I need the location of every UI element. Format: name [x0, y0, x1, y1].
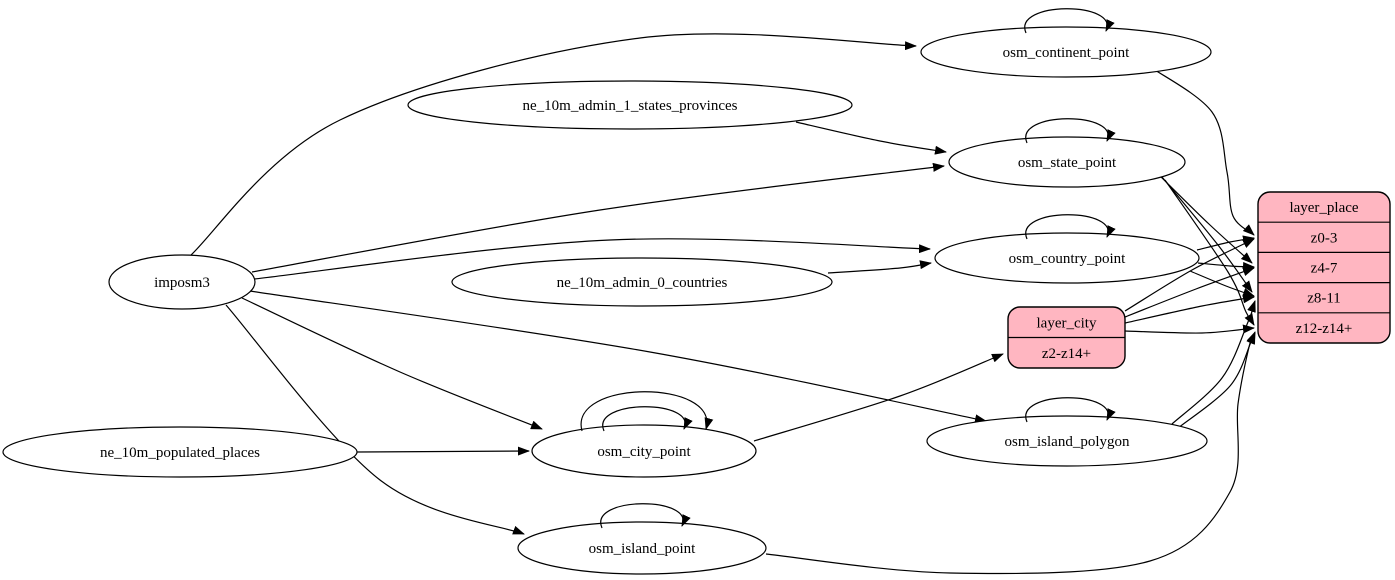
self-loop-osm_country_point-1 [1025, 214, 1116, 240]
edge-layer_city-layer_place-z0-3 [1124, 238, 1255, 312]
node-imposm3-label: imposm3 [154, 275, 210, 291]
node-layer_city-title: layer_city [1037, 315, 1097, 331]
node-layer_place-shape [1257, 191, 1391, 344]
edge-ne_10m_admin_0_countries-osm_country_point [827, 260, 932, 274]
node-osm_state_point-shape [948, 136, 1186, 188]
edge-osm_state_point-layer_place-z12-z14plus [1164, 179, 1255, 326]
edge-osm_island_point-layer_place-z12-z14plus [765, 332, 1256, 575]
edge-osm_continent_point-layer_place-z0-3 [1151, 67, 1255, 236]
edge-osm_island_polygon-layer_place-z12-z14plus [1177, 331, 1256, 429]
node-layer_place-row-z0-3: z0-3 [1311, 230, 1338, 246]
node-ne_10m_admin_1_states_provinces-label: ne_10m_admin_1_states_provinces [523, 98, 738, 114]
self-loop-osm_island_point-1 [600, 503, 691, 529]
node-ne_10m_admin_0_countries-shape [451, 257, 833, 307]
node-ne_10m_populated_places-label: ne_10m_populated_places [100, 445, 260, 461]
node-osm_island_polygon: osm_island_polygon [926, 397, 1208, 467]
node-imposm3-shape [108, 254, 256, 310]
node-osm_city_point-label: osm_city_point [597, 444, 691, 460]
node-osm_island_point-label: osm_island_point [589, 541, 697, 557]
node-osm_city_point-shape [531, 424, 757, 478]
edge-layer_city-layer_place-z4-7 [1124, 267, 1255, 318]
edge-imposm3-osm_state_point [251, 162, 945, 273]
node-ne_10m_admin_1_states_provinces: ne_10m_admin_1_states_provinces [407, 80, 853, 130]
edge-layer_city-layer_place-z12-z14plus [1124, 324, 1255, 334]
self-loop-osm_continent_point-1 [1024, 8, 1115, 34]
node-osm_continent_point: osm_continent_point [920, 8, 1212, 78]
edges-layer [189, 33, 1256, 575]
node-osm_country_point: osm_country_point [934, 214, 1200, 284]
node-layer_place-row-z12-z14plus: z12-z14+ [1296, 321, 1353, 337]
node-layer_place: layer_place z0-3 z4-7 z8-11 z12-z14+ [1257, 191, 1391, 344]
edge-imposm3-osm_island_polygon [249, 290, 987, 424]
edge-imposm3-osm_city_point [241, 297, 543, 430]
node-osm_island_point-shape [517, 521, 767, 575]
self-loop-osm_city_point-1 [602, 406, 693, 432]
edge-layer_city-layer_place-z8-11 [1124, 294, 1255, 324]
node-layer_place-row-z4-7: z4-7 [1311, 261, 1338, 277]
node-ne_10m_populated_places: ne_10m_populated_places [2, 426, 358, 478]
node-ne_10m_admin_0_countries: ne_10m_admin_0_countries [451, 257, 833, 307]
node-osm_country_point-label: osm_country_point [1009, 251, 1126, 267]
node-osm_state_point-label: osm_state_point [1018, 155, 1117, 171]
node-osm_continent_point-label: osm_continent_point [1003, 45, 1130, 61]
node-osm_city_point: osm_city_point [531, 391, 757, 478]
node-osm_island_polygon-shape [926, 415, 1208, 467]
edge-imposm3-osm_continent_point [189, 33, 917, 257]
node-osm_state_point: osm_state_point [948, 118, 1186, 188]
node-osm_island_polygon-label: osm_island_polygon [1004, 434, 1130, 450]
self-loop-osm_state_point-1 [1025, 118, 1116, 144]
node-ne_10m_admin_0_countries-label: ne_10m_admin_0_countries [557, 275, 728, 291]
edge-ne_10m_populated_places-osm_city_point [356, 446, 530, 456]
edge-osm_island_polygon-layer_place-z8-11 [1171, 300, 1256, 425]
edge-imposm3-osm_island_point [225, 304, 525, 535]
node-imposm3: imposm3 [108, 254, 256, 310]
node-osm_country_point-shape [934, 232, 1200, 284]
node-layer_city-row-z2-z14plus: z2-z14+ [1042, 346, 1091, 362]
edge-ne_10m_admin_1_states_provinces-osm_state_point [795, 121, 947, 155]
node-osm_island_point: osm_island_point [517, 503, 767, 575]
node-osm_continent_point-shape [920, 26, 1212, 78]
node-ne_10m_admin_1_states_provinces-shape [407, 80, 853, 130]
self-loop-osm_city_point-2 [580, 391, 714, 432]
node-layer_place-title: layer_place [1289, 200, 1358, 216]
edge-osm_country_point-layer_place-z4-7 [1197, 261, 1255, 271]
self-loop-osm_island_polygon-1 [1025, 397, 1116, 423]
edge-osm_country_point-layer_place-z8-11 [1189, 270, 1255, 297]
edge-imposm3-osm_country_point [253, 238, 931, 280]
edge-osm_city_point-layer_city-z2-z14plus [753, 353, 1004, 442]
nodes-layer: imposm3 ne_10m_admin_1_states_provincesne… [2, 8, 1391, 575]
node-layer_place-row-z8-11: z8-11 [1307, 291, 1341, 307]
node-ne_10m_populated_places-shape [2, 426, 358, 478]
node-layer_city: layer_city z2-z14+ [1007, 306, 1126, 369]
